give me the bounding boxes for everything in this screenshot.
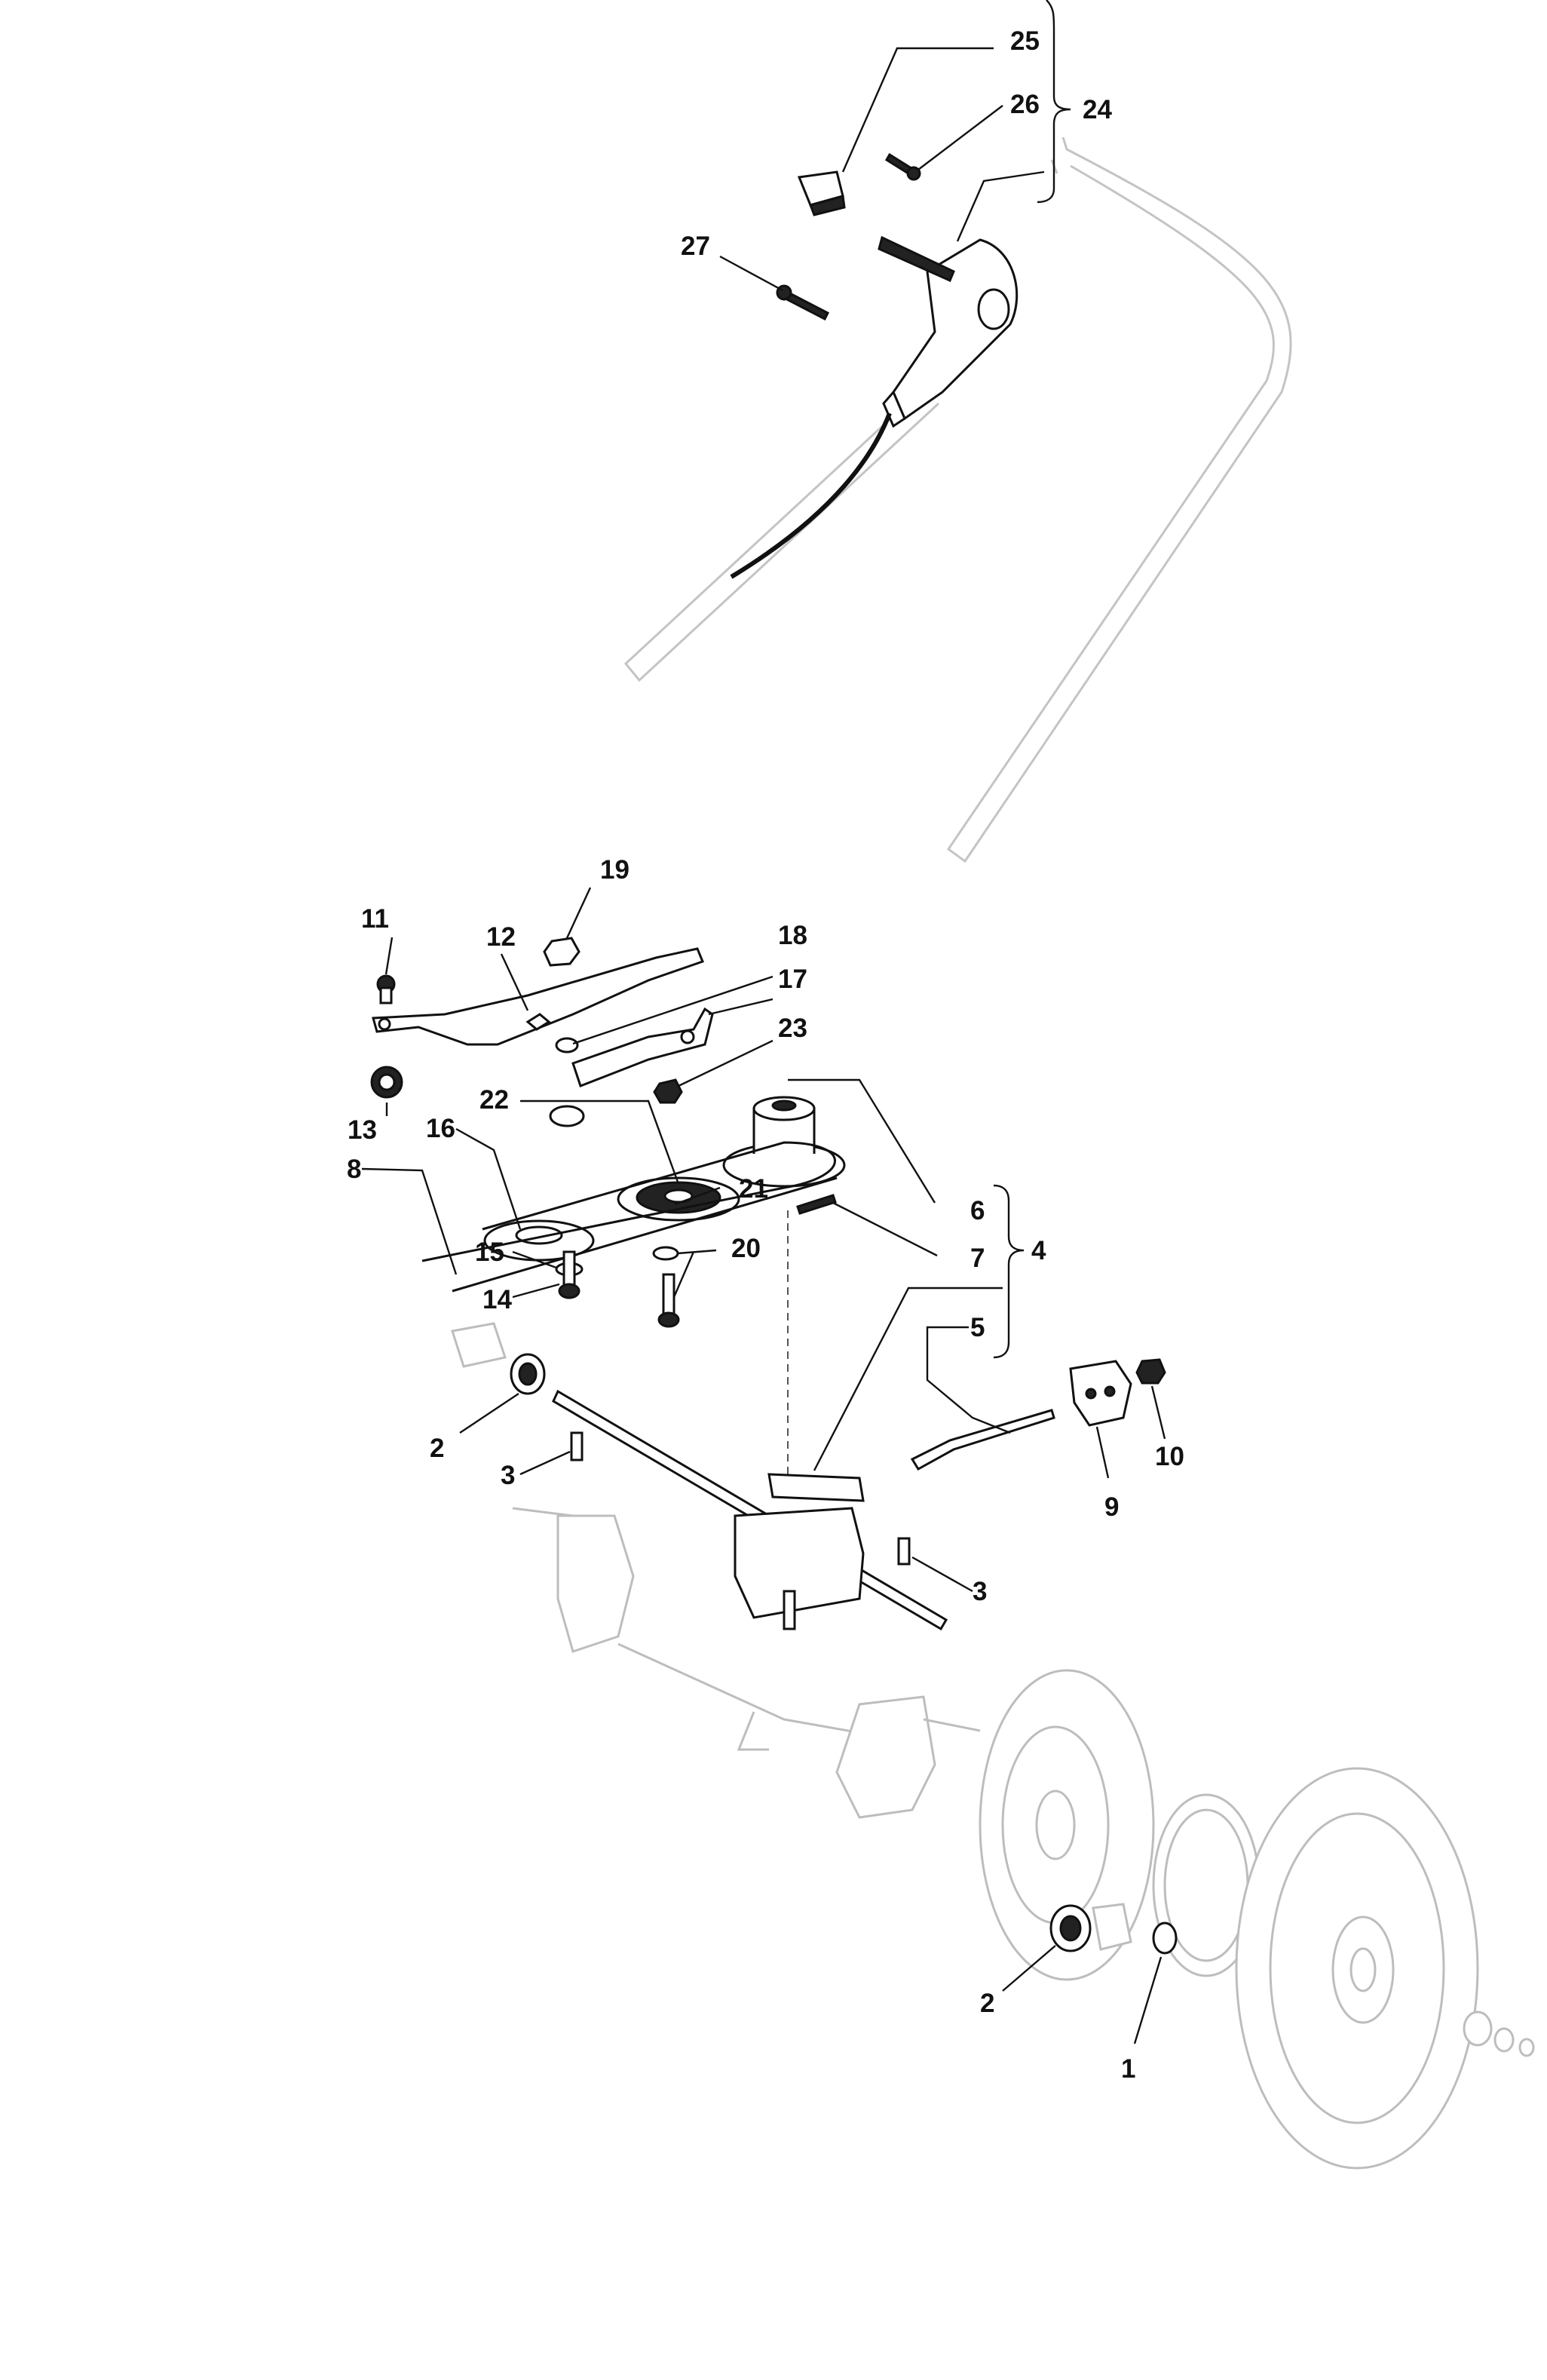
- callout-19: 19: [600, 855, 630, 885]
- plate-9: [1069, 1360, 1132, 1427]
- callout-4: 4: [1031, 1236, 1046, 1265]
- callout-16: 16: [426, 1114, 455, 1143]
- callout-3: 3: [501, 1461, 515, 1490]
- screw-26: [884, 152, 921, 181]
- rear-wheel: [1235, 1767, 1535, 2170]
- callout-2: 2: [430, 1434, 444, 1463]
- wheel-cover: [979, 1669, 1155, 1981]
- callout-12: 12: [486, 922, 516, 952]
- callout-2: 2: [980, 1989, 994, 2018]
- pinion-right: [1049, 1903, 1132, 1952]
- nut-19: [543, 937, 581, 967]
- callout-22: 22: [479, 1085, 509, 1115]
- washer-18: [555, 1037, 579, 1054]
- circlip-1: [1152, 1921, 1178, 1955]
- key-7: [796, 1194, 837, 1215]
- callout-27: 27: [681, 232, 710, 261]
- pulley-6: [722, 1096, 846, 1188]
- callout-5: 5: [970, 1313, 985, 1342]
- pin-3-right: [897, 1537, 911, 1566]
- pinion-left: [451, 1322, 546, 1395]
- callout-17: 17: [778, 965, 807, 994]
- washer-21: [652, 1246, 679, 1261]
- callout-23: 23: [778, 1014, 807, 1043]
- rod-5: [910, 1409, 1055, 1471]
- callout-9: 9: [1104, 1492, 1119, 1522]
- callout-24: 24: [1083, 95, 1112, 124]
- handle-tube: [623, 136, 1292, 863]
- callout-15: 15: [475, 1238, 504, 1267]
- callout-18: 18: [778, 921, 807, 950]
- chassis-bracket: [512, 1507, 981, 1819]
- control-lever: [730, 235, 1019, 579]
- callout-3: 3: [973, 1577, 987, 1606]
- bolt-14: [558, 1250, 581, 1299]
- callout-7: 7: [970, 1244, 985, 1273]
- callout-14: 14: [482, 1285, 512, 1314]
- drive-belt-8: [421, 1141, 838, 1293]
- flange-nut-13: [370, 1066, 403, 1099]
- callout-1: 1: [1121, 2054, 1135, 2084]
- washer-23-nut: [549, 1078, 683, 1127]
- callout-13: 13: [348, 1115, 377, 1145]
- callout-10: 10: [1155, 1442, 1184, 1471]
- callout-8: 8: [347, 1155, 361, 1184]
- bracket-4: [993, 1184, 1025, 1359]
- callout-11: 11: [361, 904, 389, 934]
- bolt-11: [376, 974, 396, 1004]
- nut-10: [1135, 1358, 1166, 1385]
- pin-3-left: [570, 1431, 584, 1461]
- gearbox: [734, 1473, 865, 1630]
- cable-clip-25: [797, 170, 846, 216]
- callout-25: 25: [1010, 26, 1040, 56]
- bolt-20: [657, 1273, 680, 1328]
- mounting-plate-12: [372, 947, 704, 1046]
- screw-27: [776, 284, 830, 321]
- callout-21: 21: [739, 1174, 768, 1204]
- callout-26: 26: [1010, 90, 1040, 119]
- callout-20: 20: [731, 1234, 761, 1263]
- callout-labels: 1 2 2 3 3 4 5 6 7 8 9 10 11 12 13 14 15 …: [347, 26, 1184, 2084]
- bracket-24: [1037, 0, 1071, 204]
- callout-6: 6: [970, 1196, 985, 1225]
- gear-ring: [1152, 1793, 1261, 1977]
- leader-lines: [361, 47, 1166, 2044]
